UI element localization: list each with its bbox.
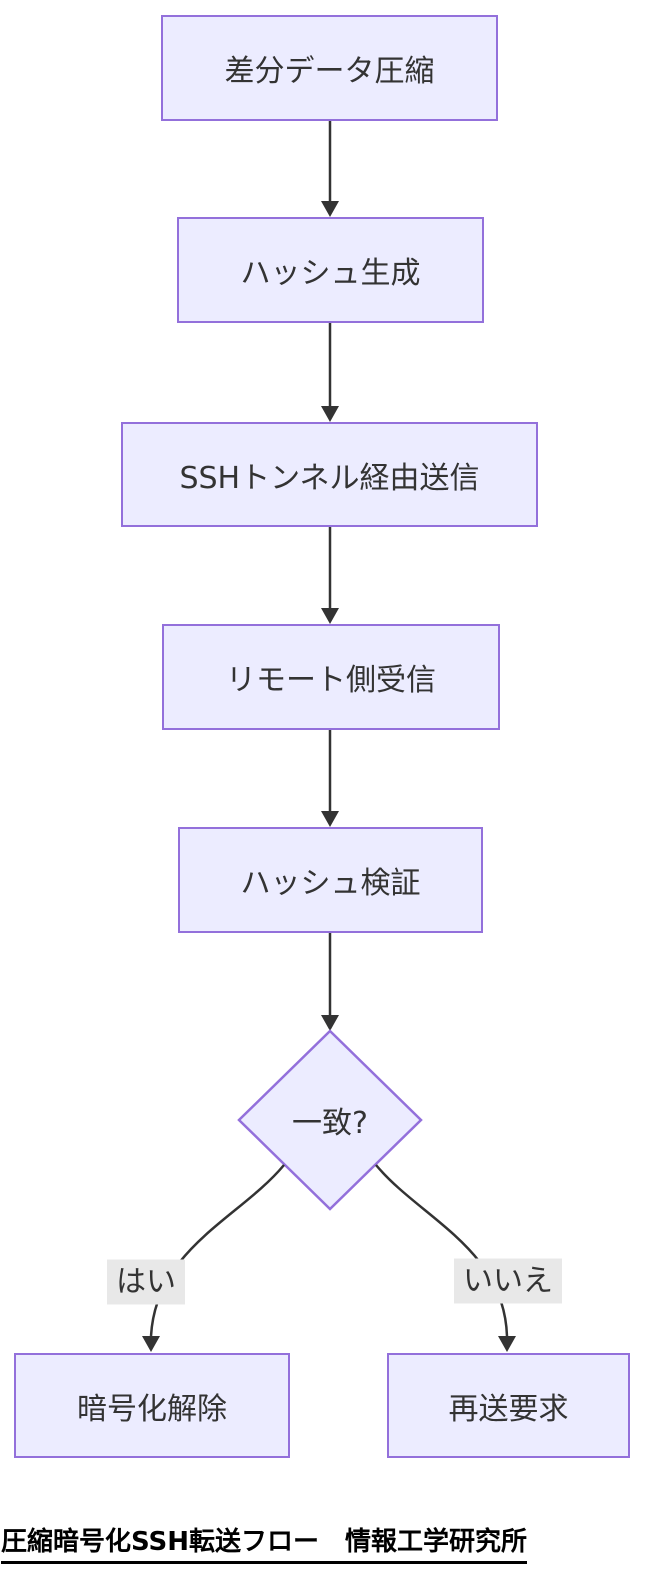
decision-diamond-shape: [237, 1029, 423, 1211]
node-ssh-send: SSHトンネル経由送信: [121, 422, 538, 527]
edge-label-yes: はい: [107, 1259, 185, 1305]
arrow-hashverify-to-decision: [321, 933, 339, 1031]
arrow-sshsend-to-remoterecv: [321, 527, 339, 624]
arrow-remoterecv-to-hashverify: [321, 730, 339, 827]
arrow-hashgen-to-sshsend: [321, 323, 339, 422]
diagram-caption: 圧縮暗号化SSH転送フロー 情報工学研究所: [1, 1521, 528, 1564]
node-hash-verify-label: ハッシュ検証: [240, 866, 421, 901]
arrow-decision-no: [375, 1164, 516, 1352]
arrow-compress-to-hashgen: [321, 121, 339, 217]
node-compress-label: 差分データ圧縮: [224, 54, 435, 89]
node-resend-label: 再送要求: [448, 1391, 569, 1427]
node-ssh-send-label: SSHトンネル経由送信: [179, 460, 480, 496]
node-decrypt: 暗号化解除: [14, 1353, 290, 1458]
node-resend: 再送要求: [387, 1353, 630, 1458]
edge-label-no: いいえ: [454, 1258, 562, 1304]
node-decrypt-label: 暗号化解除: [77, 1391, 227, 1427]
node-compress: 差分データ圧縮: [161, 15, 498, 121]
node-hash-verify: ハッシュ検証: [178, 827, 483, 933]
node-remote-receive: リモート側受信: [162, 624, 500, 730]
node-remote-receive-label: リモート側受信: [226, 663, 436, 698]
arrow-decision-yes: [142, 1164, 285, 1352]
node-hash-generate: ハッシュ生成: [177, 217, 484, 323]
decision-match-label: 一致?: [292, 1106, 368, 1141]
node-hash-generate-label: ハッシュ生成: [240, 256, 421, 291]
